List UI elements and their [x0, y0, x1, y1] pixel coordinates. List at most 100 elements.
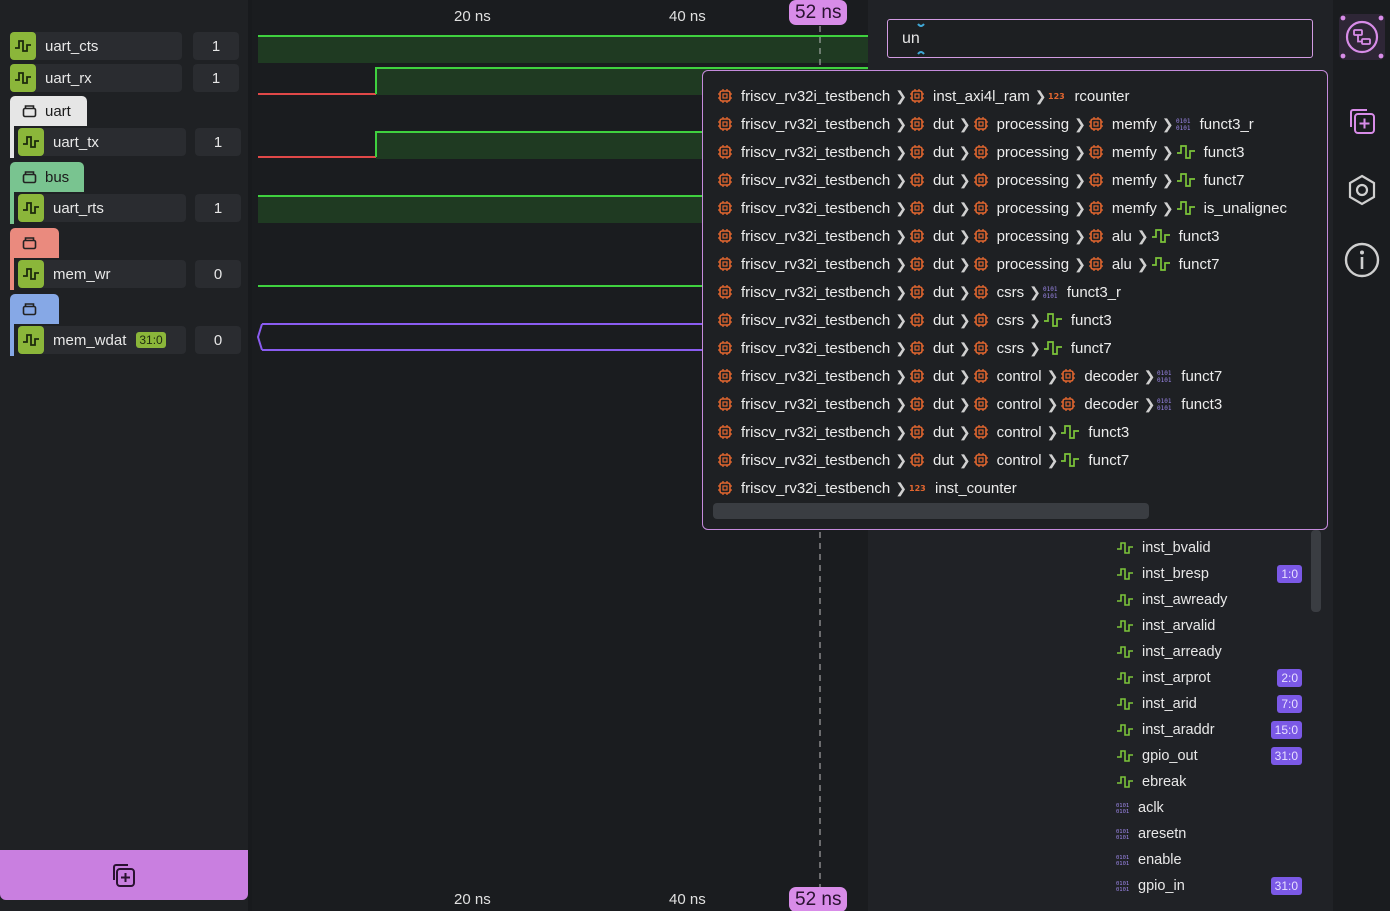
- cursor-time-label[interactable]: 52 ns: [789, 0, 848, 25]
- search-result-item[interactable]: friscv_rv32i_testbench❯dut❯control❯decod…: [717, 390, 1222, 418]
- group-header-uart[interactable]: uart: [10, 96, 87, 126]
- list-item[interactable]: inst_arready: [1116, 641, 1302, 663]
- variable-list-scrollbar[interactable]: [1311, 530, 1321, 612]
- search-result-item[interactable]: friscv_rv32i_testbench❯dut❯processing❯al…: [717, 222, 1220, 250]
- scope-name: friscv_rv32i_testbench: [741, 227, 891, 245]
- search-result-item[interactable]: friscv_rv32i_testbench❯dut❯control❯funct…: [717, 446, 1129, 474]
- settings-button[interactable]: [1339, 167, 1385, 213]
- chevron-right-icon: ❯: [958, 423, 971, 440]
- signal-row-uart-cts[interactable]: uart_cts: [10, 32, 182, 60]
- group-header-unnamed-red[interactable]: [10, 228, 59, 258]
- scope-name: decoder: [1084, 395, 1139, 413]
- variable-name: rcounter: [1074, 87, 1130, 105]
- search-result-item[interactable]: friscv_rv32i_testbench❯dut❯processing❯me…: [717, 110, 1254, 138]
- search-result-item[interactable]: friscv_rv32i_testbench❯dut❯control❯decod…: [717, 362, 1222, 390]
- list-item[interactable]: inst_arprot 2:0: [1116, 667, 1302, 689]
- search-result-item[interactable]: friscv_rv32i_testbench❯dut❯processing❯al…: [717, 250, 1220, 278]
- scope-segment: friscv_rv32i_testbench: [717, 368, 890, 385]
- search-result-item[interactable]: friscv_rv32i_testbench❯inst_axi4l_ram❯12…: [717, 82, 1129, 110]
- search-result-item[interactable]: friscv_rv32i_testbench❯dut❯csrs❯funct3: [717, 306, 1112, 334]
- wave-icon: [1176, 145, 1195, 159]
- scope-chip-icon: [718, 425, 732, 439]
- wave-icon: [1117, 776, 1133, 788]
- search-result-item[interactable]: friscv_rv32i_testbench❯dut❯processing❯me…: [717, 194, 1287, 222]
- scope-chip-icon: [973, 313, 988, 327]
- search-result-item[interactable]: friscv_rv32i_testbench❯dut❯processing❯me…: [717, 166, 1244, 194]
- scope-segment: memfy: [1088, 172, 1157, 189]
- search-result-item[interactable]: friscv_rv32i_testbench❯dut❯processing❯me…: [717, 138, 1244, 166]
- list-item[interactable]: inst_bvalid: [1116, 537, 1302, 559]
- scope-segment: friscv_rv32i_testbench: [717, 228, 890, 245]
- scope-segment: alu: [1088, 228, 1132, 245]
- scope-name: friscv_rv32i_testbench: [741, 423, 891, 441]
- variable-name: inst_arprot: [1142, 670, 1211, 686]
- wave-icon: [1061, 425, 1080, 439]
- info-button[interactable]: [1339, 237, 1385, 283]
- scope-segment: friscv_rv32i_testbench: [717, 480, 890, 497]
- list-item[interactable]: ebreak: [1116, 771, 1302, 793]
- group-header-unnamed-blue[interactable]: [10, 294, 59, 324]
- chevron-right-icon: ❯: [895, 171, 907, 188]
- list-item[interactable]: inst_bresp 1:0: [1116, 563, 1302, 585]
- scope-chip-icon: [973, 425, 988, 439]
- signal-row-uart-rts[interactable]: uart_rts: [18, 194, 186, 222]
- scope-name: friscv_rv32i_testbench: [741, 171, 891, 189]
- svg-text:0101: 0101: [1157, 398, 1172, 405]
- scope-segment: memfy: [1088, 116, 1157, 133]
- list-item[interactable]: inst_arid 7:0: [1116, 693, 1302, 715]
- signal-row-uart-tx[interactable]: uart_tx: [18, 128, 186, 156]
- signal-row-mem-wr[interactable]: mem_wr: [18, 260, 186, 288]
- chevron-right-icon: ❯: [958, 171, 971, 188]
- scope-name: dut: [932, 255, 954, 273]
- scope-chip-icon: [909, 89, 924, 103]
- hexagon-settings-icon: [1348, 174, 1376, 206]
- search-input[interactable]: un: [887, 19, 1313, 58]
- wave-icon: [1117, 620, 1133, 632]
- list-item[interactable]: inst_arvalid: [1116, 615, 1302, 637]
- scope-name: processing: [996, 115, 1070, 133]
- scope-name: alu: [1111, 255, 1132, 273]
- signal-row-uart-rx[interactable]: uart_rx: [10, 64, 182, 92]
- group-label: uart: [45, 102, 71, 120]
- scope-name: memfy: [1111, 171, 1157, 189]
- variable-name: inst_awready: [1142, 592, 1228, 608]
- signal-row-mem-wdat[interactable]: mem_wdat 31:0: [18, 326, 186, 354]
- group-header-bus[interactable]: bus: [10, 162, 84, 192]
- scope-segment: decoder: [1060, 395, 1139, 413]
- wave-icon: [1117, 750, 1133, 762]
- scope-name: inst_axi4l_ram: [932, 87, 1030, 105]
- add-panel-button[interactable]: [1339, 98, 1385, 144]
- scope-segment: dut: [909, 452, 954, 469]
- scope-chip-icon: [909, 229, 924, 243]
- search-result-item[interactable]: friscv_rv32i_testbench❯dut❯csrs❯funct7: [717, 334, 1112, 362]
- scope-name: friscv_rv32i_testbench: [741, 311, 891, 329]
- signal-value: 1: [193, 32, 239, 60]
- scope-name: dut: [932, 311, 954, 329]
- svg-text:0101: 0101: [1116, 803, 1129, 809]
- svg-text:123: 123: [1048, 92, 1065, 101]
- list-item[interactable]: gpio_out 31:0: [1116, 745, 1302, 767]
- hierarchy-view-button[interactable]: [1339, 14, 1385, 60]
- list-item[interactable]: inst_araddr 15:0: [1116, 719, 1302, 741]
- scope-name: dut: [932, 423, 954, 441]
- scope-chip-icon: [973, 257, 988, 271]
- bit-range-badge: 31:0: [1270, 747, 1302, 765]
- variable-segment: funct3: [1060, 424, 1129, 441]
- results-horizontal-scrollbar[interactable]: [713, 503, 1149, 519]
- search-result-item[interactable]: friscv_rv32i_testbench❯dut❯control❯funct…: [717, 418, 1129, 446]
- svg-text:0101: 0101: [1157, 370, 1172, 377]
- signal-value: 1: [195, 128, 241, 156]
- chevron-right-icon: ❯: [895, 367, 907, 384]
- scope-name: friscv_rv32i_testbench: [741, 255, 891, 273]
- list-item[interactable]: inst_awready: [1116, 589, 1302, 611]
- scope-name: dut: [932, 115, 954, 133]
- cursor-time-label-bottom[interactable]: 52 ns: [789, 887, 848, 911]
- add-signal-button[interactable]: [0, 850, 248, 900]
